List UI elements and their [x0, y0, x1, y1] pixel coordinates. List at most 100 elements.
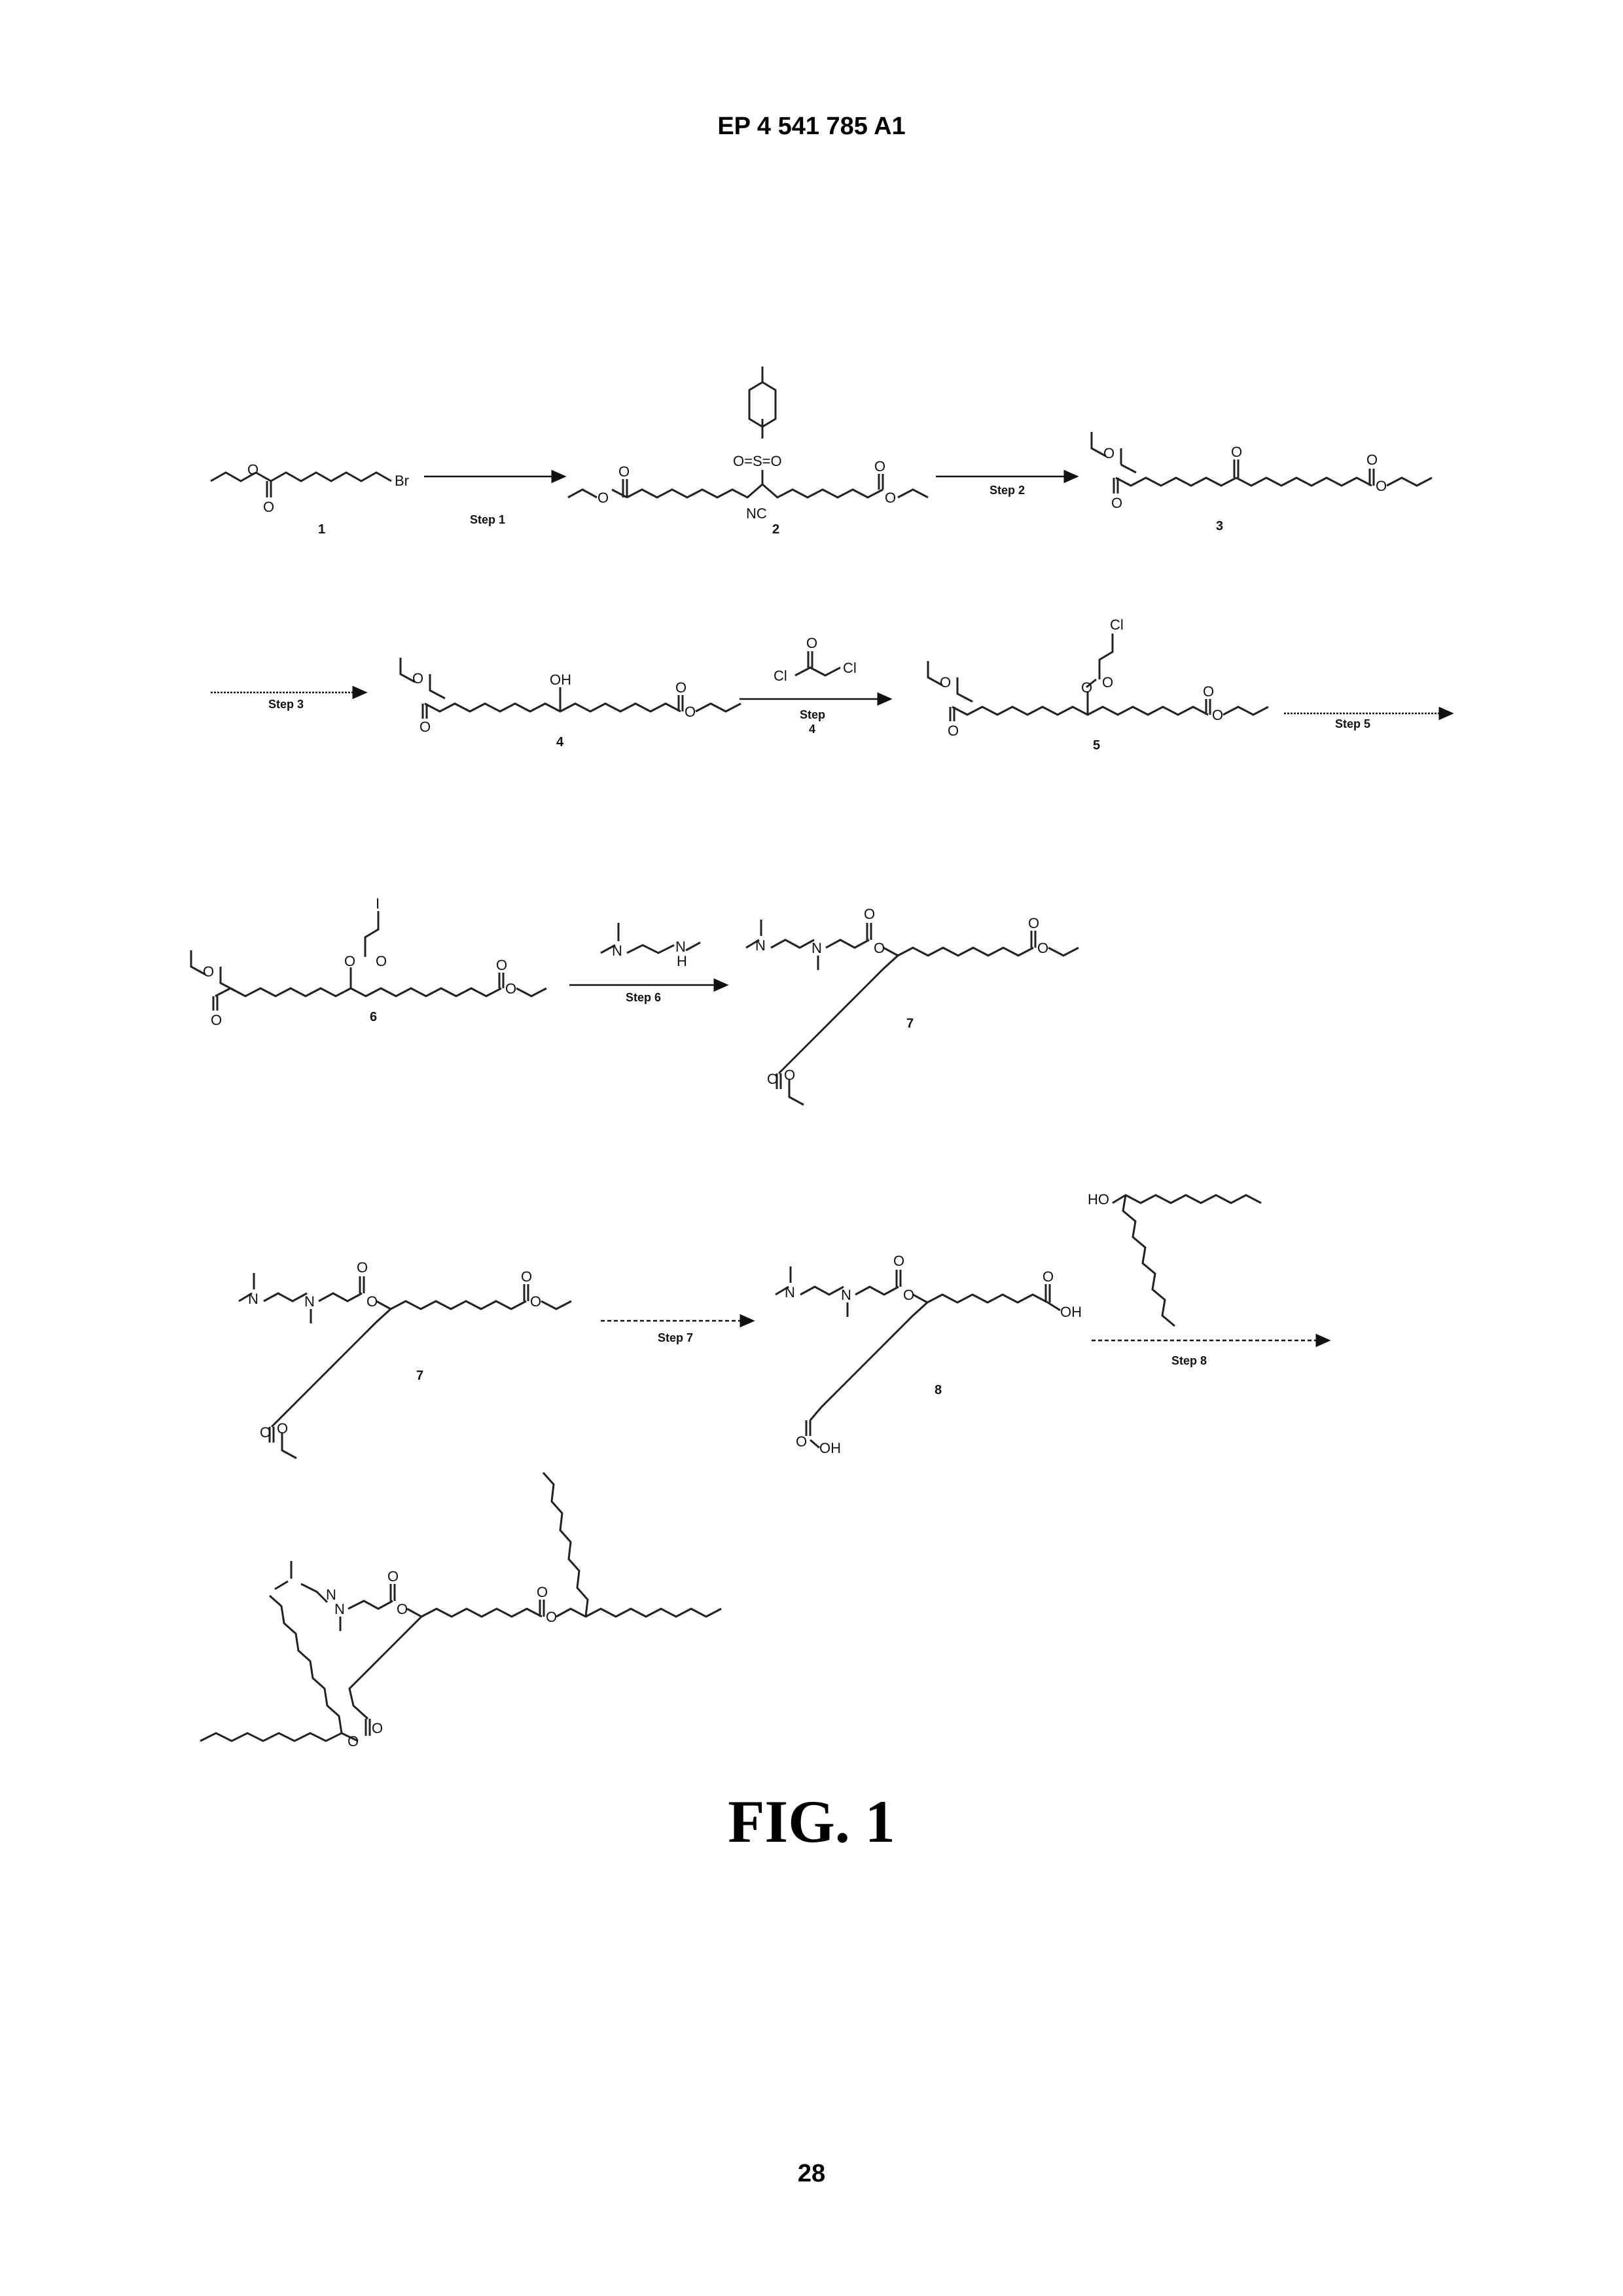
compound-5-structure: O O O O Cl O O: [928, 617, 1268, 739]
arrow-head: [878, 694, 890, 704]
arrow-head: [1317, 1335, 1329, 1346]
atom-o: O: [1111, 495, 1122, 511]
compound-8-structure: N N O O O OH O OH: [776, 1253, 1082, 1456]
atom-o: O: [893, 1253, 904, 1269]
atom-n: N: [248, 1291, 259, 1307]
atom-cl: Cl: [774, 668, 787, 684]
page-number: 28: [0, 2160, 1623, 2188]
atom-o: O: [1231, 444, 1242, 460]
compound-label-7: 7: [416, 1369, 423, 1383]
compound-label-8: 8: [935, 1383, 942, 1397]
atom-n: N: [334, 1601, 345, 1617]
step-label: Step 3: [268, 698, 304, 711]
atom-cl: Cl: [843, 660, 857, 676]
reagent-diamine: N N H: [601, 923, 700, 969]
atom-o: O: [366, 1293, 378, 1310]
atom-o: O: [211, 1012, 222, 1028]
arrow-head: [741, 1316, 753, 1326]
atom-o: O: [260, 1424, 271, 1441]
figure-title: FIG. 1: [0, 1787, 1623, 1856]
atom-o: O: [784, 1067, 795, 1083]
atom-o: O: [505, 980, 516, 997]
compound-7-structure: N N O O O O O O: [239, 1259, 571, 1458]
atom-o: O: [376, 953, 387, 969]
compound-label-7: 7: [906, 1016, 914, 1031]
atom-o: O: [874, 940, 885, 956]
atom-n: N: [812, 940, 822, 956]
compound-7-structure: N N O O O O O O: [746, 906, 1079, 1105]
compound-2-structure: O O O O O=S=O NC: [568, 367, 928, 522]
atom-ho: HO: [1088, 1191, 1109, 1208]
atom-o: O: [903, 1287, 914, 1303]
atom-o: O: [1043, 1268, 1054, 1285]
arrow-head: [715, 980, 726, 990]
atom-o: O: [796, 1433, 807, 1450]
step-label: Step: [800, 708, 825, 721]
atom-n: N: [785, 1284, 795, 1300]
compound-label-6: 6: [370, 1010, 377, 1024]
atom-o: O: [885, 490, 896, 506]
step-label: 4: [809, 723, 815, 736]
compound-label-5: 5: [1093, 738, 1100, 753]
step-label: Step 2: [990, 484, 1025, 497]
atom-o: O: [247, 461, 259, 478]
atom-o: O: [685, 704, 696, 720]
atom-o: O: [348, 1733, 359, 1749]
atom-cl: Cl: [1110, 617, 1124, 633]
arrow-head: [353, 687, 365, 698]
atom-n: N: [304, 1293, 315, 1310]
atom-i: I: [376, 895, 380, 912]
atom-o: O: [1028, 915, 1039, 931]
compound-1-structure: O O Br: [211, 461, 409, 515]
atom-n: N: [841, 1287, 851, 1303]
atom-so2: O=S=O: [733, 453, 782, 469]
atom-o: O: [874, 458, 885, 475]
reagent-secondary-alcohol: HO: [1088, 1191, 1261, 1326]
atom-o: O: [940, 674, 951, 691]
atom-o: O: [397, 1601, 408, 1617]
atom-o: O: [1203, 683, 1214, 700]
compound-3-structure: O O O O O: [1092, 432, 1432, 511]
compound-4-structure: O O OH O O: [401, 658, 741, 735]
step-label: Step 8: [1171, 1354, 1207, 1367]
atom-o: O: [806, 635, 817, 651]
compound-label-2: 2: [772, 522, 779, 537]
step-label: Step 6: [626, 991, 661, 1004]
atom-o: O: [1366, 452, 1378, 468]
atom-o: O: [387, 1568, 399, 1585]
atom-o: O: [618, 463, 630, 480]
atom-oh: OH: [819, 1440, 841, 1456]
atom-o: O: [1102, 674, 1113, 691]
arrow-head: [552, 471, 564, 482]
step-label: Step 5: [1335, 717, 1370, 730]
atom-nc: NC: [746, 505, 767, 522]
arrow-head: [1065, 471, 1077, 482]
atom-o: O: [412, 670, 423, 687]
atom-o: O: [597, 490, 609, 506]
atom-o: O: [675, 679, 687, 696]
final-lipid-structure: N N O O O O O O: [200, 1473, 721, 1749]
atom-o: O: [203, 963, 214, 980]
step-label: Step 7: [658, 1331, 693, 1344]
compound-6-structure: O O O O I O O: [191, 895, 546, 1028]
atom-o: O: [357, 1259, 368, 1276]
atom-o: O: [530, 1293, 541, 1310]
atom-oh: OH: [1060, 1304, 1082, 1320]
atom-n: N: [612, 942, 622, 959]
atom-o: O: [1103, 445, 1115, 461]
compound-label-3: 3: [1216, 519, 1223, 533]
atom-o: O: [1037, 940, 1048, 956]
atom-br: Br: [395, 473, 409, 489]
atom-o: O: [1376, 478, 1387, 494]
atom-o: O: [344, 953, 355, 969]
atom-o: O: [521, 1268, 532, 1285]
atom-h: H: [677, 953, 687, 969]
atom-o: O: [372, 1720, 383, 1736]
atom-n: N: [755, 937, 766, 954]
atom-o: O: [537, 1584, 548, 1600]
atom-o: O: [1081, 679, 1092, 696]
atom-o: O: [546, 1609, 557, 1625]
atom-o: O: [263, 499, 274, 515]
atom-o: O: [419, 719, 431, 735]
